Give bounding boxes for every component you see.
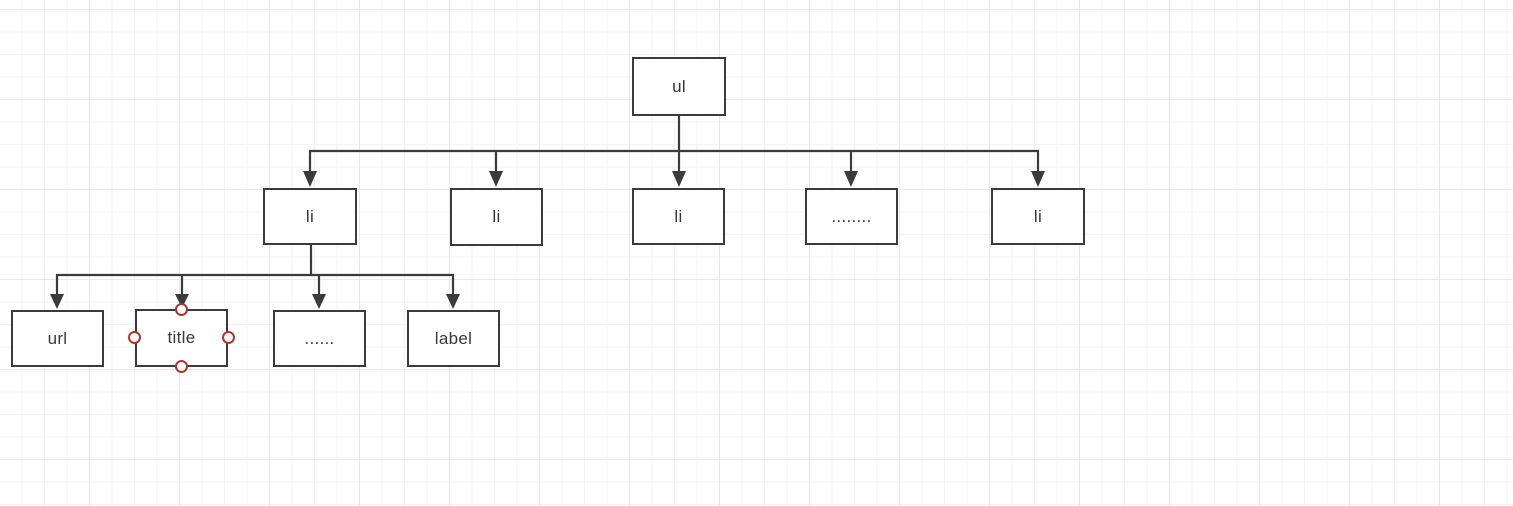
arrowhead-icon — [489, 171, 503, 187]
arrowhead-icon — [50, 294, 64, 309]
node-label: li — [674, 206, 683, 226]
node-label-box[interactable]: label — [407, 310, 500, 367]
node-label: ........ — [831, 206, 872, 226]
arrowhead-icon — [175, 294, 189, 308]
arrowhead-icon — [312, 294, 326, 309]
connection-handle-top[interactable] — [175, 303, 188, 316]
connector-ul-bus[interactable] — [308, 149, 1040, 173]
arrowhead-icon — [1031, 171, 1045, 187]
node-ellipsis-row2[interactable]: ........ — [805, 188, 898, 245]
node-label: ...... — [304, 328, 335, 348]
connector-li1-bus[interactable] — [55, 273, 455, 296]
arrowhead-icon — [844, 171, 858, 187]
node-label: li — [305, 206, 315, 226]
node-li-5[interactable]: li — [991, 188, 1085, 245]
node-label: ul — [672, 76, 686, 96]
node-li-1[interactable]: li — [263, 188, 357, 245]
node-label: li — [492, 207, 501, 226]
node-ellipsis-row3[interactable]: ...... — [273, 310, 366, 367]
node-li-2[interactable]: li — [450, 188, 543, 246]
node-label: li — [1033, 206, 1043, 226]
connection-handle-bottom[interactable] — [175, 360, 188, 373]
node-li-3[interactable]: li — [632, 188, 725, 245]
connection-handle-left[interactable] — [128, 331, 141, 344]
arrowhead-icon — [446, 294, 460, 309]
node-url[interactable]: url — [11, 310, 104, 367]
arrowhead-icon — [303, 171, 317, 187]
node-label: url — [47, 328, 68, 348]
node-title-selected[interactable]: title — [135, 309, 228, 367]
arrowhead-icon — [672, 171, 686, 187]
node-label: title — [167, 328, 196, 347]
node-ul[interactable]: ul — [632, 57, 726, 116]
connection-handle-right[interactable] — [222, 331, 235, 344]
node-label: label — [434, 328, 473, 348]
